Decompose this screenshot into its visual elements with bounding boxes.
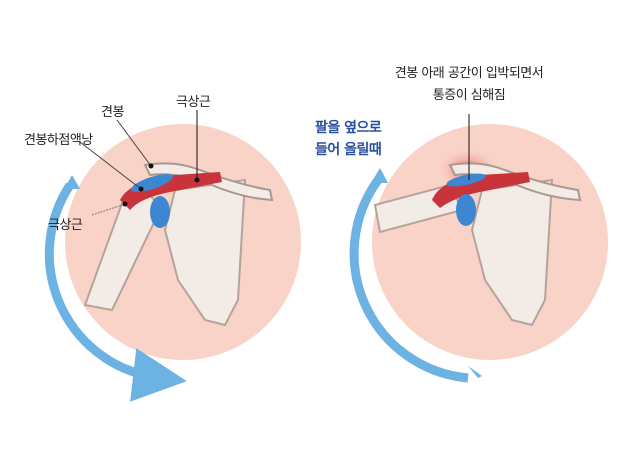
action-caption: 팔을 옆으로 들어 올릴때 xyxy=(315,117,382,161)
joint-capsule xyxy=(456,194,476,226)
joint-capsule xyxy=(150,196,170,228)
pain-note-line-1: 견봉 아래 공간이 입박되면서 xyxy=(394,66,544,81)
compressed-bursa xyxy=(446,173,486,187)
right-shoulder-illustration xyxy=(349,114,608,383)
scapula xyxy=(163,178,247,327)
label-supraspinatus-bottom: 극상근 xyxy=(48,218,83,233)
left-shoulder-illustration xyxy=(44,110,301,402)
right-rotation-arrow xyxy=(349,177,469,383)
label-acromion: 견봉 xyxy=(101,105,124,120)
label-supraspinatus-top: 극상근 xyxy=(176,95,211,110)
scapula xyxy=(470,178,554,327)
action-line-1: 팔을 옆으로 xyxy=(315,120,382,136)
action-line-2: 들어 올릴때 xyxy=(315,142,382,158)
label-subacromial-bursa: 견봉하점액낭 xyxy=(24,133,93,148)
pain-note: 견봉 아래 공간이 입박되면서 통증이 심해짐 xyxy=(384,63,554,107)
left-rotation-arrow xyxy=(44,182,187,402)
pain-note-line-2: 통증이 심해짐 xyxy=(432,88,506,103)
